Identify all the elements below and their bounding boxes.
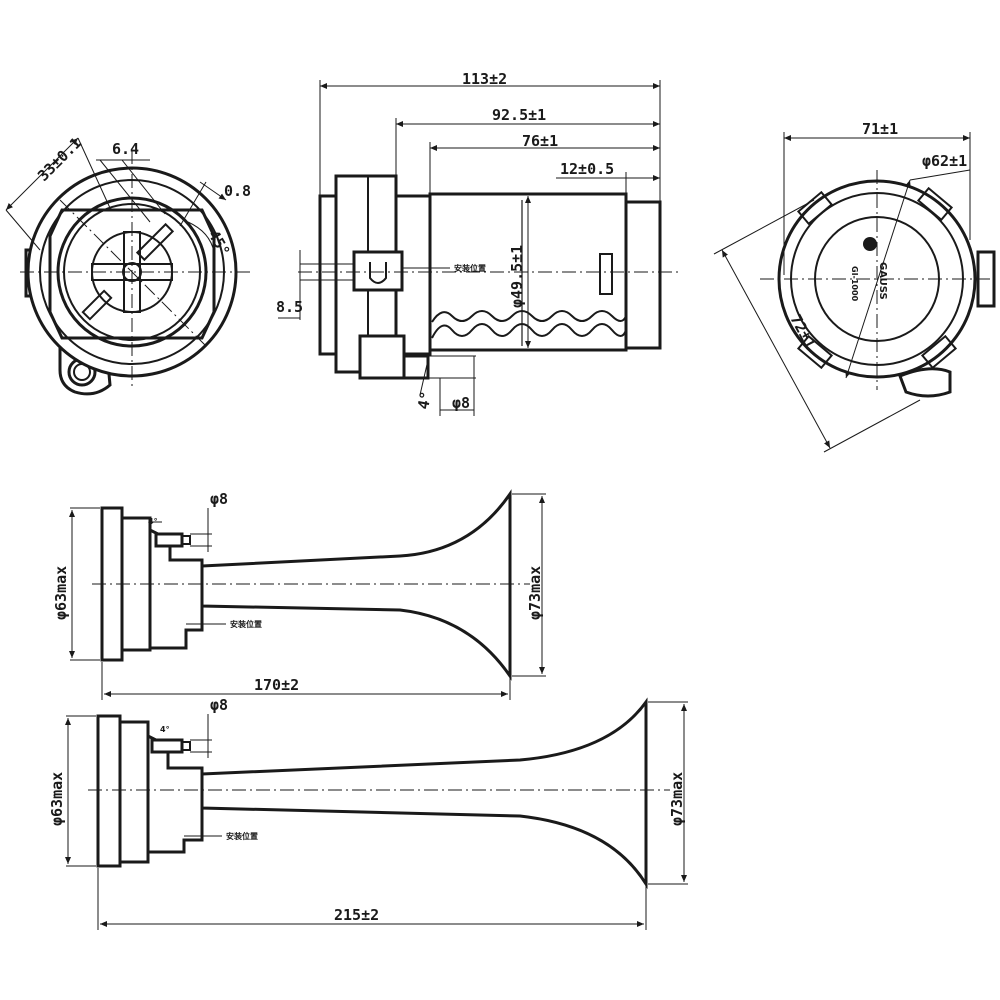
long-nozzle-diameter-label: φ8 [210,696,228,714]
long-nozzle-angle-label: 4° [160,725,170,734]
long-length-label: 215±2 [334,906,379,924]
nozzle-angle-label: 4° [414,390,435,411]
top-side-view [278,80,680,416]
long-horn-view [65,697,688,930]
short-bell-diameter-label: φ73max [526,566,544,620]
long-base-diameter-label: φ63max [48,772,66,826]
long-bell-diameter-label: φ73max [668,772,686,826]
model-number: GI-1000 [850,266,859,302]
short-nozzle-diameter-label: φ8 [210,490,228,508]
overall-length-label: 113±2 [462,70,507,88]
diameter-label: φ62±1 [922,152,967,170]
short-length-label: 170±2 [254,676,299,694]
can-length-label: 76±1 [522,132,558,150]
short-mount-label: 安装位置 [230,619,262,629]
bolt-dim-label: 33±0.1 [34,134,85,185]
edge-dim-label: 0.8 [224,182,251,200]
right-end-view [713,132,996,453]
inlet-offset-label: 8.5 [276,298,303,316]
long-mount-label: 安装位置 [226,831,258,841]
short-base-diameter-label: φ63max [52,566,70,620]
slot-width-label: 6.4 [112,140,139,158]
short-horn-view [69,489,546,700]
body-length-label: 92.5±1 [492,106,546,124]
mount-position-label: 安装位置 [454,263,486,273]
can-diameter-label: φ49.5±1 [508,245,526,308]
left-end-view [5,137,250,396]
width-label: 71±1 [862,120,898,138]
nozzle-diameter-label: φ8 [452,394,470,412]
short-nozzle-angle-label: 4° [148,517,158,526]
brand-logo: GAUSS [877,262,888,300]
cap-length-label: 12±0.5 [560,160,614,178]
